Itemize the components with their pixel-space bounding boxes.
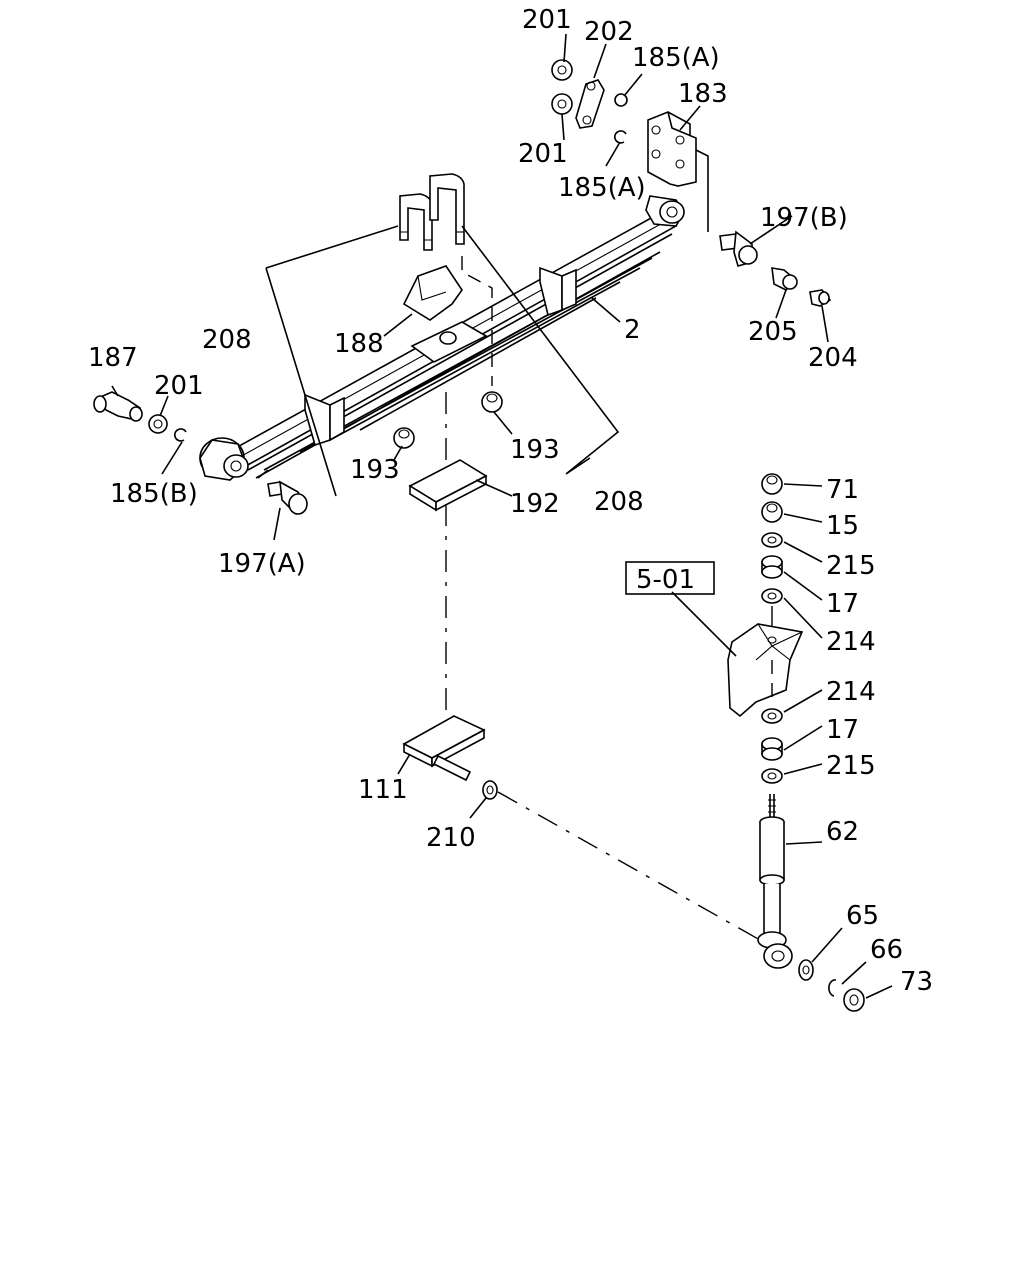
callout-205[interactable]: 205 <box>748 317 798 347</box>
grease-nipple-part-204 <box>809 289 832 307</box>
nut-part-201-upper <box>551 59 573 81</box>
callout-197a[interactable]: 197(A) <box>218 549 306 579</box>
nut-part-201-lower <box>551 93 573 115</box>
leaf-spring-part-2 <box>199 195 685 481</box>
washer-part-214-top <box>761 588 783 604</box>
callout-201-lower[interactable]: 201 <box>518 139 568 169</box>
callout-labels: 201 202 185(A) 183 201 185(A) 197(B) 205… <box>88 5 933 997</box>
bushing-part-17-bottom <box>761 737 783 761</box>
nut-part-73 <box>843 988 865 1012</box>
callout-215-top[interactable]: 215 <box>826 551 876 581</box>
callout-73[interactable]: 73 <box>900 967 933 997</box>
callout-215-bottom[interactable]: 215 <box>826 751 876 781</box>
bolt-part-197b <box>719 230 758 267</box>
shock-mount-bracket <box>727 623 804 718</box>
washer-part-185b <box>173 428 187 442</box>
callout-66[interactable]: 66 <box>870 935 903 965</box>
bushing-part-17-top <box>761 555 783 579</box>
nut-part-193-left <box>393 427 415 449</box>
callout-201-upper[interactable]: 201 <box>522 5 572 35</box>
leader-lines <box>111 33 893 999</box>
callout-192[interactable]: 192 <box>510 489 560 519</box>
callout-183[interactable]: 183 <box>678 79 728 109</box>
callout-17-bottom[interactable]: 17 <box>826 715 859 745</box>
callout-208-left[interactable]: 208 <box>202 325 252 355</box>
callout-214-bottom[interactable]: 214 <box>826 677 876 707</box>
nut-part-71 <box>761 473 783 495</box>
u-bolt-part-208-right <box>429 173 465 245</box>
callout-193-left[interactable]: 193 <box>350 455 400 485</box>
callout-62[interactable]: 62 <box>826 817 859 847</box>
callout-185a-upper[interactable]: 185(A) <box>632 43 720 73</box>
callout-193-right[interactable]: 193 <box>510 435 560 465</box>
callout-111[interactable]: 111 <box>358 775 408 805</box>
shackle-part-202 <box>575 79 605 129</box>
callout-15[interactable]: 15 <box>826 511 859 541</box>
nut-part-201-front <box>148 414 168 434</box>
callout-197b[interactable]: 197(B) <box>760 203 848 233</box>
washer-part-185a-upper <box>614 93 628 107</box>
callout-188[interactable]: 188 <box>334 329 384 359</box>
callout-187[interactable]: 187 <box>88 343 138 373</box>
callout-201-front[interactable]: 201 <box>154 371 204 401</box>
washer-part-185a-lower <box>613 130 627 144</box>
callout-65[interactable]: 65 <box>846 901 879 931</box>
bolt-part-197a <box>267 480 308 516</box>
u-bolt-part-208-left <box>399 193 433 251</box>
elbow-fitting-part-187 <box>93 391 143 422</box>
callout-214-top[interactable]: 214 <box>826 627 876 657</box>
washer-part-65 <box>798 959 814 981</box>
washer-part-214-bottom <box>761 708 783 724</box>
reference-box-frame <box>625 561 715 595</box>
callout-210[interactable]: 210 <box>426 823 476 853</box>
nut-part-193-right <box>481 391 503 413</box>
reference-box-label[interactable]: 5-01 <box>636 565 695 595</box>
spacer-part-188 <box>402 265 463 321</box>
shock-absorber-part-62 <box>757 794 793 969</box>
washer-part-215-bottom <box>761 768 783 784</box>
callout-202[interactable]: 202 <box>584 17 634 47</box>
callout-208-right[interactable]: 208 <box>594 487 644 517</box>
washer-part-215-top <box>761 532 783 548</box>
nut-part-15 <box>761 501 783 523</box>
spring-hanger-part-183 <box>647 111 709 232</box>
washer-part-210 <box>482 780 498 800</box>
callout-204[interactable]: 204 <box>808 343 858 373</box>
bracket-part-111 <box>402 715 486 782</box>
callout-2[interactable]: 2 <box>624 315 641 345</box>
callout-185a-lower[interactable]: 185(A) <box>558 173 646 203</box>
plate-part-192 <box>408 459 488 512</box>
clip-part-66 <box>828 979 837 997</box>
callout-17-top[interactable]: 17 <box>826 589 859 619</box>
callout-71[interactable]: 71 <box>826 475 859 505</box>
bolt-part-205 <box>771 267 798 291</box>
callout-185b[interactable]: 185(B) <box>110 479 198 509</box>
